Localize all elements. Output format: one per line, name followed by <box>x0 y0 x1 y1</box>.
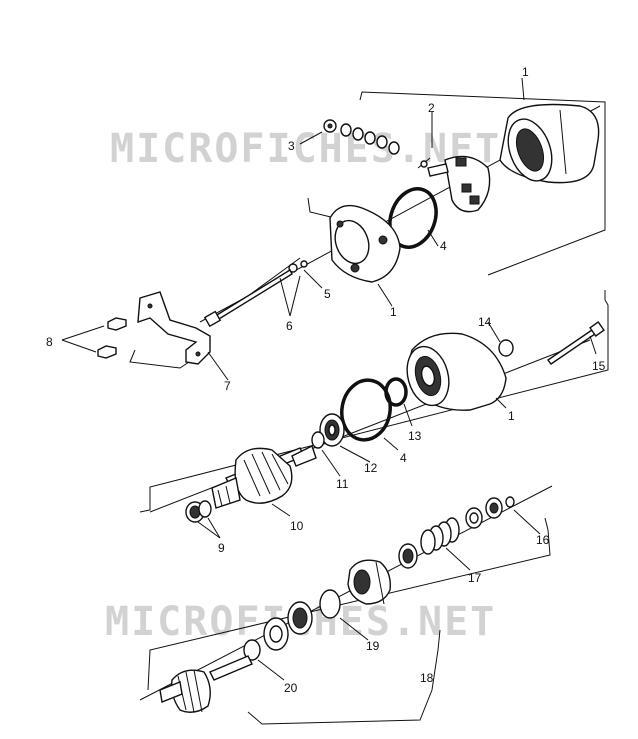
snap-ring-16 <box>505 496 515 508</box>
callout-2-brush-holder: 2 <box>428 101 435 115</box>
callout-7-bracket: 7 <box>224 379 231 393</box>
callout-9-bearings: 9 <box>218 541 225 555</box>
callout-19-ring: 19 <box>366 639 380 653</box>
through-bolt <box>203 269 293 328</box>
callout-17-spring: 17 <box>468 571 482 585</box>
through-bolt-washer <box>288 263 298 273</box>
washer-14 <box>498 339 514 357</box>
callout-11-ring: 11 <box>336 477 349 491</box>
leader-lines <box>61 77 597 681</box>
callout-1-yoke: 1 <box>522 65 529 79</box>
ring-20 <box>243 639 261 661</box>
collar-washers <box>465 497 503 529</box>
callout-4-o-ring-middle: 4 <box>400 451 407 465</box>
callout-1-end-cover: 1 <box>390 305 397 319</box>
ring-19 <box>319 589 341 619</box>
callout-14-washer: 14 <box>478 315 492 329</box>
end-cover <box>329 204 401 283</box>
callout-4-o-ring-top: 4 <box>440 239 447 253</box>
callout-10-armature: 10 <box>290 519 304 533</box>
callout-6-through-bolt: 6 <box>286 319 293 333</box>
small-washer <box>300 260 308 268</box>
callout-13-o-ring: 13 <box>408 429 422 443</box>
bracket-bolts <box>97 317 127 359</box>
spring-17 <box>398 517 460 569</box>
callout-1-housing: 1 <box>508 409 515 423</box>
brush-holder <box>420 155 491 213</box>
callout-20-ring: 20 <box>284 681 298 695</box>
callout-5-washer: 5 <box>324 287 331 301</box>
callout-15-screw: 15 <box>592 359 606 373</box>
clutch-assembly <box>263 601 313 651</box>
housing-screw <box>547 321 605 365</box>
drive-end-housing <box>406 332 507 411</box>
mounting-bracket <box>137 291 211 365</box>
starter-yoke-housing <box>499 103 600 184</box>
callout-18-drive-assembly: 18 <box>420 671 434 685</box>
armature <box>211 445 317 509</box>
boundary-lines <box>129 91 609 725</box>
callout-12-bearing: 12 <box>364 461 378 475</box>
callout-labels: 1 2 3 4 5 1 6 8 7 14 15 1 13 4 12 11 10 … <box>46 65 606 695</box>
ring-11 <box>311 431 325 449</box>
o-ring-middle <box>340 378 392 442</box>
bearing-12 <box>319 413 345 447</box>
o-ring-top <box>388 187 438 249</box>
callout-3-washers: 3 <box>288 139 295 153</box>
callout-16-snap-ring: 16 <box>536 533 550 547</box>
pinion-gear <box>347 559 391 605</box>
watermark-top: MICROFICHES.NET <box>110 126 501 172</box>
bearings-9 <box>185 500 212 523</box>
drive-shaft-gear <box>159 655 253 713</box>
washer-nut-stack <box>323 119 400 155</box>
callout-8-bolts: 8 <box>46 335 53 349</box>
